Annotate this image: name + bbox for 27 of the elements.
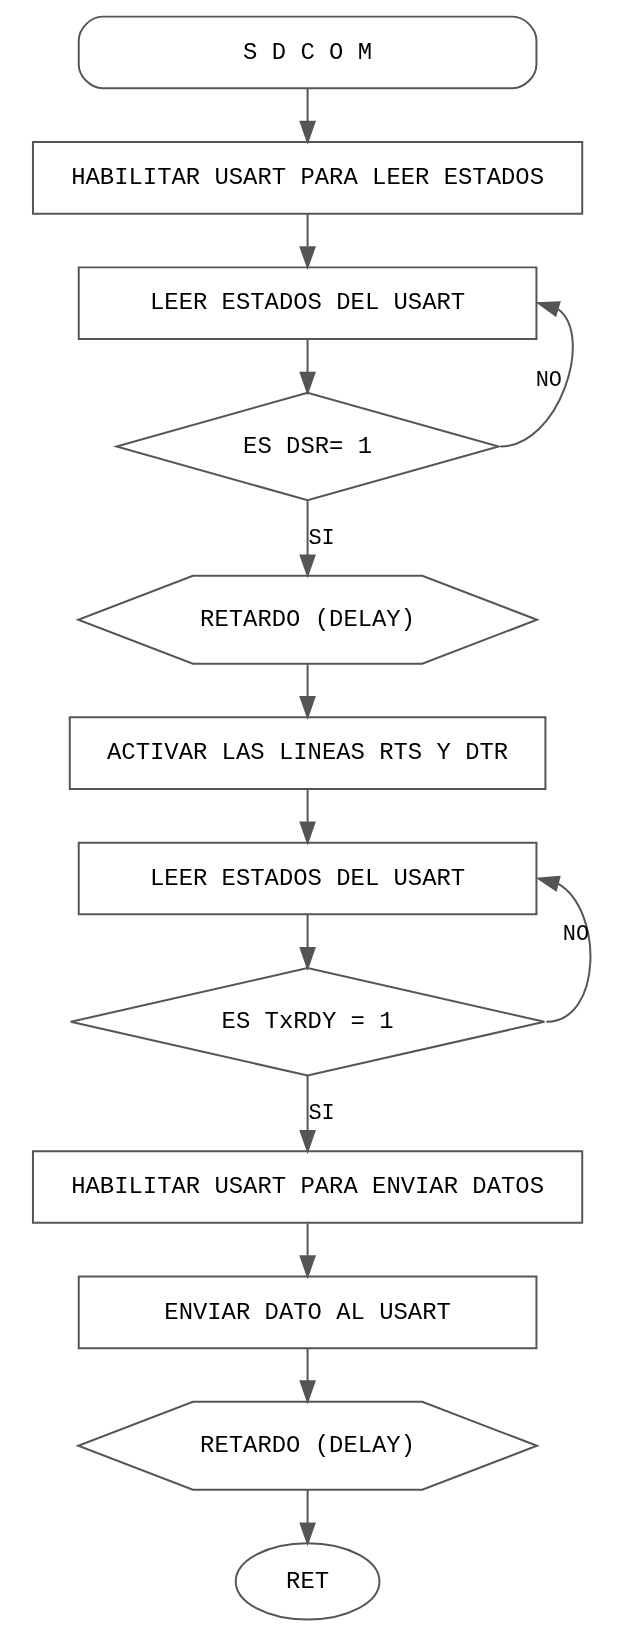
arrow <box>298 913 316 971</box>
arrow <box>535 875 591 1023</box>
edge-label: NO <box>562 921 589 947</box>
arrow <box>298 1347 316 1405</box>
arrow <box>298 1489 316 1547</box>
arrow <box>298 87 316 145</box>
arrow <box>298 338 316 396</box>
arrow <box>298 788 316 846</box>
edge-label: SI <box>307 1100 335 1126</box>
node-box: S D C O M <box>77 15 537 90</box>
arrow <box>298 1074 316 1154</box>
arrow <box>298 663 316 720</box>
arrow <box>298 500 316 579</box>
node-diamond: ES TxRDY = 1 <box>69 967 545 1077</box>
node-ellipse: RET <box>234 1542 380 1621</box>
edge-label: SI <box>307 525 335 551</box>
node-box: ENVIAR DATO AL USART <box>77 1275 537 1350</box>
node-box: ACTIVAR LAS LINEAS RTS Y DTR <box>68 716 546 790</box>
node-box: HABILITAR USART PARA LEER ESTADOS <box>31 141 583 215</box>
arrow <box>298 213 316 271</box>
node-diamond: ES DSR= 1 <box>112 391 502 502</box>
node-box: LEER ESTADOS DEL USART <box>77 266 537 340</box>
node-box: LEER ESTADOS DEL USART <box>77 841 537 916</box>
node-box: HABILITAR USART PARA ENVIAR DATOS <box>31 1150 583 1224</box>
arrow <box>298 1222 316 1280</box>
edge-label: NO <box>535 368 562 394</box>
arrow <box>499 301 574 448</box>
